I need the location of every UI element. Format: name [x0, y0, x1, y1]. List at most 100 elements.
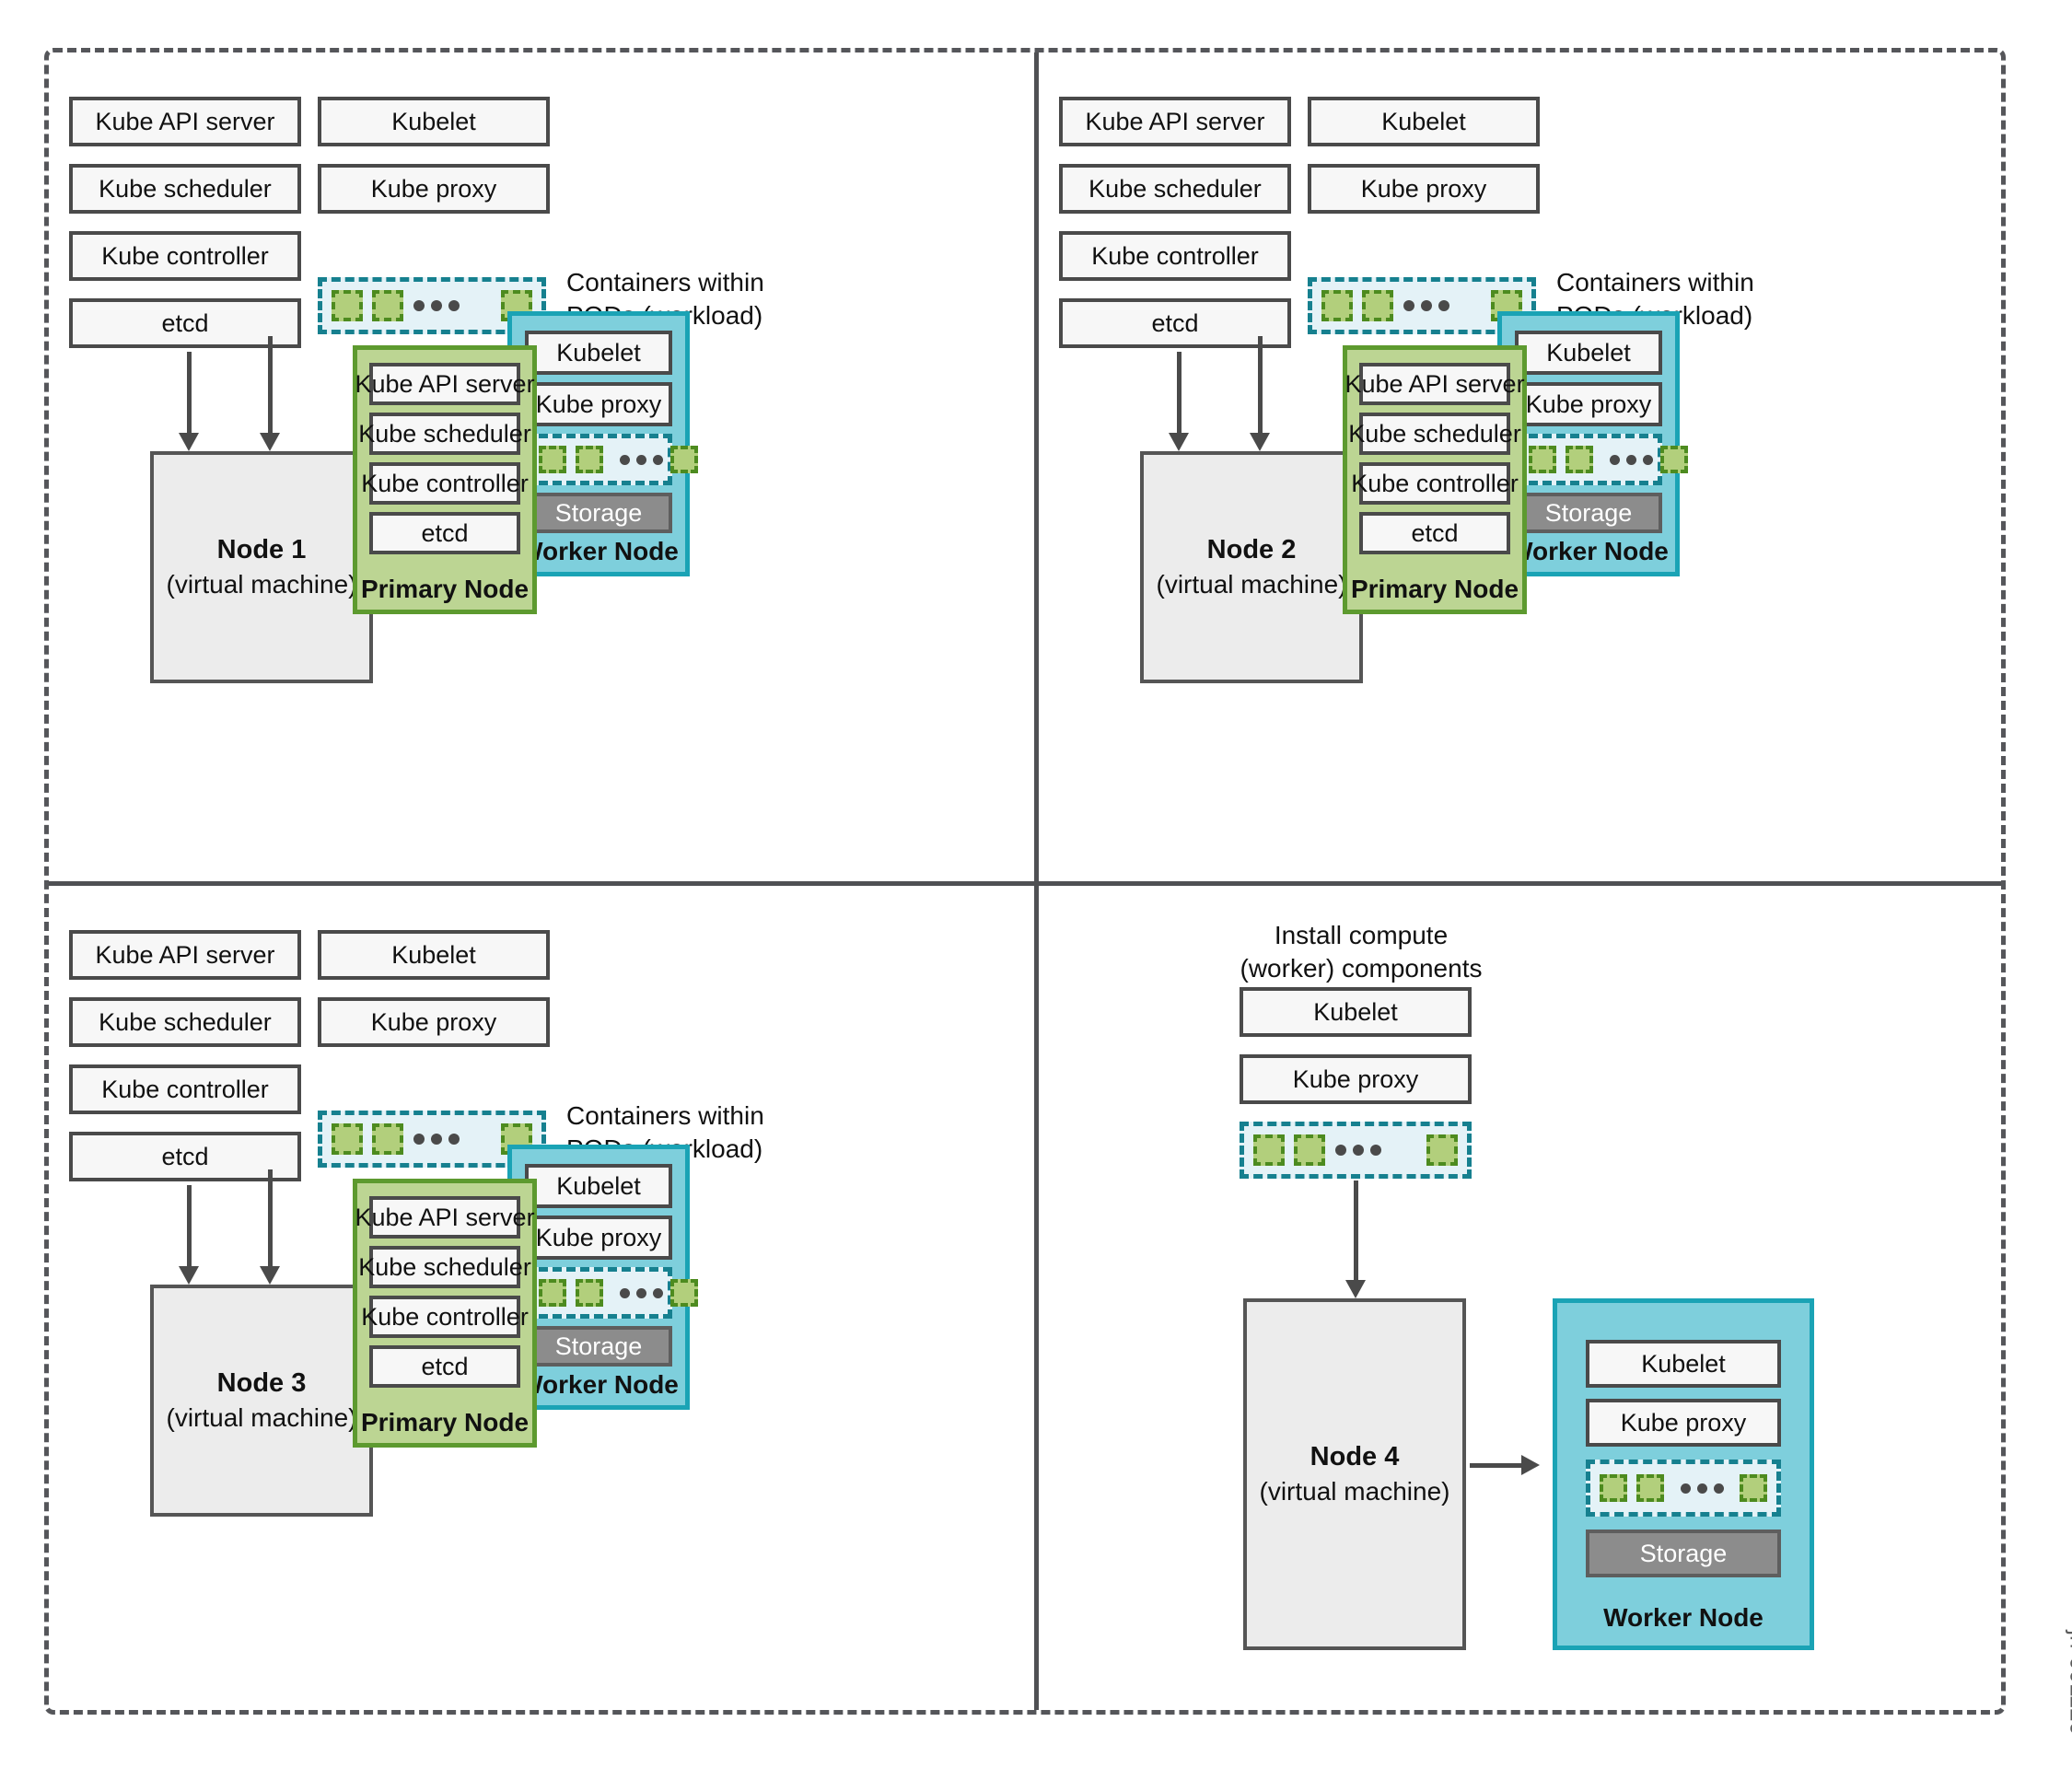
pod-container-icon [332, 1123, 363, 1155]
pod-container-icon [1321, 290, 1353, 321]
palette-kube-proxy: Kube proxy [1308, 164, 1540, 214]
worker-pods-group [525, 1267, 698, 1319]
worker-kubelet: Kubelet [1586, 1340, 1781, 1388]
node-subtitle: (virtual machine) [166, 569, 357, 599]
primary-kube-scheduler: Kube scheduler [358, 413, 531, 455]
pod-container-icon [1740, 1474, 1767, 1502]
primary-node-box: Kube API server Kube scheduler Kube cont… [353, 345, 537, 614]
pod-container-icon [1636, 1474, 1664, 1502]
node-title: Node 4 [1310, 1441, 1400, 1471]
node-vm-box: Node 4 (virtual machine) [1243, 1298, 1466, 1650]
pod-container-icon [539, 446, 566, 473]
primary-kube-controller: Kube controller [361, 462, 529, 505]
pod-container-icon [1600, 1474, 1627, 1502]
node-vm-box: Node 1 (virtual machine) [150, 451, 373, 683]
worker-pods-group [1586, 1460, 1781, 1517]
pod-container-icon [670, 446, 698, 473]
node-vm-box: Node 2 (virtual machine) [1140, 451, 1363, 683]
pods-legend-group [318, 1111, 546, 1168]
primary-kube-scheduler: Kube scheduler [1348, 413, 1521, 455]
primary-node-label: Primary Node [1350, 575, 1519, 603]
ellipsis-dots-icon [1335, 1145, 1381, 1156]
install-worker-caption: Install compute (worker) components [1240, 921, 1483, 983]
worker-node-label: Worker Node [518, 537, 679, 565]
pod-container-icon [1529, 446, 1556, 473]
ellipsis-dots-icon [1681, 1483, 1724, 1494]
pod-container-icon [1362, 290, 1393, 321]
primary-node-label: Primary Node [360, 575, 530, 603]
worker-kube-proxy: Kube proxy [525, 1216, 672, 1260]
ellipsis-dots-icon [620, 1287, 663, 1298]
worker-storage: Storage [525, 1326, 672, 1367]
worker-kubelet: Kubelet [525, 1164, 672, 1208]
worker-kubelet: Kubelet [1515, 331, 1662, 375]
pod-container-icon [1426, 1134, 1458, 1166]
worker-kubelet: Kubelet [525, 331, 672, 375]
palette-kube-controller: Kube controller [69, 231, 301, 281]
palette-kubelet: Kubelet [1308, 97, 1540, 146]
worker-kube-proxy: Kube proxy [1515, 382, 1662, 426]
worker-storage: Storage [1515, 493, 1662, 533]
worker-node-label: Worker Node [518, 1370, 679, 1399]
quadrant-1: Kube API server Kube scheduler Kube cont… [49, 52, 1034, 881]
palette-kube-scheduler: Kube scheduler [1059, 164, 1291, 214]
ellipsis-dots-icon [413, 1134, 460, 1145]
worker-node-box: Kubelet Kube proxy Storage Worker Node [507, 1145, 698, 1410]
pod-container-icon [1253, 1134, 1285, 1166]
pod-container-icon [372, 1123, 403, 1155]
pod-container-icon [576, 1279, 603, 1307]
primary-kube-api-server: Kube API server [1344, 363, 1525, 405]
primary-kube-scheduler: Kube scheduler [358, 1246, 531, 1288]
palette-kubelet: Kubelet [318, 930, 550, 980]
node-title: Node 1 [216, 534, 307, 564]
ellipsis-dots-icon [1403, 300, 1449, 311]
node-vm-box: Node 3 (virtual machine) [150, 1285, 373, 1517]
ellipsis-dots-icon [620, 454, 663, 465]
horizontal-divider [49, 881, 2001, 886]
palette-kube-scheduler: Kube scheduler [69, 164, 301, 214]
pods-legend-group [1240, 1122, 1472, 1179]
pod-container-icon [372, 290, 403, 321]
pod-container-icon [670, 1279, 698, 1307]
node-title: Node 2 [1206, 534, 1297, 564]
worker-node-label: Worker Node [1603, 1603, 1764, 1632]
ellipsis-dots-icon [413, 300, 460, 311]
quadrant-4: Install compute (worker) components Kube… [1039, 886, 2006, 1710]
worker-node-box: Kubelet Kube proxy Storage Worker Node [1553, 1298, 1814, 1650]
pod-container-icon [576, 446, 603, 473]
palette-etcd: etcd [69, 298, 301, 348]
watermark-id: jn-001126 [2066, 1630, 2072, 1735]
primary-kube-api-server: Kube API server [355, 363, 535, 405]
node-subtitle: (virtual machine) [166, 1402, 357, 1432]
primary-node-box: Kube API server Kube scheduler Kube cont… [353, 1179, 537, 1448]
worker-node-box: Kubelet Kube proxy Storage Worker Node [1497, 311, 1688, 576]
pod-container-icon [539, 1279, 566, 1307]
outer-dashed-frame [44, 48, 2006, 1715]
worker-pods-group [1515, 434, 1688, 485]
node-subtitle: (virtual machine) [1156, 569, 1347, 599]
palette-kube-proxy: Kube proxy [318, 997, 550, 1047]
quadrant-2: Kube API server Kube scheduler Kube cont… [1039, 52, 2006, 881]
worker-node-box: Kubelet Kube proxy Storage Worker Node [507, 311, 698, 576]
palette-kube-api-server: Kube API server [69, 97, 301, 146]
palette-kubelet: Kubelet [318, 97, 550, 146]
pods-legend-caption: Containers within PODs (workload) [566, 268, 764, 330]
pod-container-icon [1660, 446, 1688, 473]
primary-etcd: etcd [369, 512, 520, 554]
worker-kube-proxy: Kube proxy [1586, 1399, 1781, 1447]
primary-kube-controller: Kube controller [1351, 462, 1519, 505]
palette-kube-controller: Kube controller [1059, 231, 1291, 281]
ellipsis-dots-icon [1610, 454, 1653, 465]
palette-kube-scheduler: Kube scheduler [69, 997, 301, 1047]
worker-storage: Storage [1586, 1530, 1781, 1577]
worker-kube-proxy: Kube proxy [525, 382, 672, 426]
palette-etcd: etcd [69, 1132, 301, 1181]
palette-etcd: etcd [1059, 298, 1291, 348]
node-subtitle: (virtual machine) [1259, 1476, 1450, 1506]
primary-etcd: etcd [369, 1345, 520, 1388]
pod-container-icon [1566, 446, 1593, 473]
quadrant-3: Kube API server Kube scheduler Kube cont… [49, 886, 1034, 1710]
primary-etcd: etcd [1359, 512, 1510, 554]
worker-storage: Storage [525, 493, 672, 533]
palette-kube-proxy: Kube proxy [1240, 1054, 1472, 1104]
